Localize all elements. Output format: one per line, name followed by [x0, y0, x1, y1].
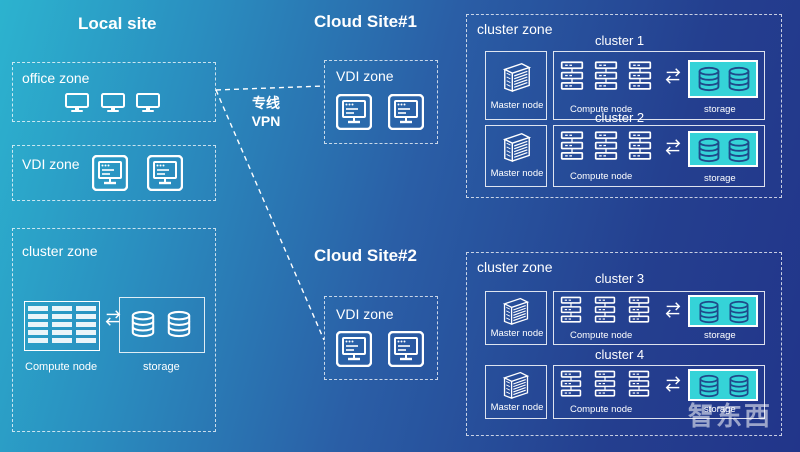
cluster-3-storage-label: storage [704, 330, 736, 341]
cluster-2-compute-label: Compute node [570, 171, 633, 182]
cluster-2-body-box: Compute node storage [553, 125, 765, 187]
database-icon [728, 300, 750, 324]
local-office-zone: office zone [12, 62, 216, 122]
server-icon [628, 60, 652, 92]
cloud2-cluster-zone-label: cluster zone [477, 259, 553, 275]
server-icon [560, 369, 582, 399]
local-vdi-zone-label: VDI zone [22, 156, 80, 172]
local-vdi-zone: VDI zone [12, 145, 216, 201]
server-icon [594, 130, 618, 162]
cluster-1-storage-box [688, 60, 758, 98]
local-compute-label: Compute node [25, 361, 98, 373]
database-icon [727, 137, 751, 163]
server-icon [594, 60, 618, 92]
cluster-2-label: cluster 2 [595, 110, 645, 125]
vdi-terminal-icon [336, 331, 372, 367]
cluster-2-master-label: Master node [490, 168, 544, 179]
cluster-2-master-box: Master node [485, 125, 547, 187]
local-site-title: Local site [78, 14, 157, 33]
cluster-1-compute-label: Compute node [570, 104, 633, 115]
cluster-4-master-label: Master node [490, 402, 544, 413]
database-icon [130, 310, 156, 338]
server-icon [560, 295, 582, 325]
cluster-1-master-label: Master node [490, 100, 544, 111]
local-cluster-zone: cluster zone Compute node storage [12, 228, 216, 432]
cluster-2-storage-label: storage [704, 173, 736, 184]
cluster-4-master-box: Master node [485, 365, 547, 419]
cloud1-vdi-zone-label: VDI zone [336, 68, 394, 84]
cluster-3-body-box: Compute node storage [553, 291, 765, 345]
cluster-1-body-box: Compute node storage [553, 51, 765, 120]
cluster-3-master-label: Master node [490, 328, 544, 339]
bidirectional-arrows-icon [664, 138, 682, 156]
server-icon [594, 295, 616, 325]
vdi-terminal-icon [388, 331, 424, 367]
server-icon [628, 130, 652, 162]
database-icon [697, 66, 721, 92]
database-icon [727, 66, 751, 92]
vdi-terminal-icon [388, 94, 424, 130]
server-icon [560, 130, 584, 162]
vdi-terminal-icon [336, 94, 372, 130]
cluster-3-master-box: Master node [485, 291, 547, 345]
cloud1-vdi-zone: VDI zone [324, 60, 438, 144]
bidirectional-arrows-icon [664, 67, 682, 85]
local-storage-box [119, 297, 205, 353]
master-server-icon [501, 369, 531, 399]
bidirectional-arrows-icon [664, 301, 682, 319]
database-icon [698, 300, 720, 324]
local-cluster-zone-label: cluster zone [22, 243, 98, 259]
cluster-4-body-box: Compute node storage [553, 365, 765, 419]
cluster-4-label: cluster 4 [595, 347, 645, 362]
cluster-2-storage-box [688, 131, 758, 167]
vdi-terminal-icon [92, 155, 128, 191]
vpn-link-line1: 专线 [252, 95, 280, 111]
master-server-icon [501, 130, 533, 162]
cloud-site-2-title: Cloud Site#2 [314, 246, 417, 265]
cloud1-cluster-zone: cluster zone cluster 1 Master node Compu… [466, 14, 782, 198]
cloud1-cluster-zone-label: cluster zone [477, 21, 553, 37]
server-icon [628, 369, 650, 399]
cloud-site-1-title: Cloud Site#1 [314, 12, 417, 31]
cluster-3-compute-label: Compute node [570, 330, 633, 341]
database-icon [166, 310, 192, 338]
database-icon [698, 374, 720, 398]
cluster-4-storage-label: storage [704, 404, 736, 415]
monitor-icon [101, 93, 125, 113]
local-storage-label: storage [143, 361, 180, 373]
cluster-4-compute-label: Compute node [570, 404, 633, 415]
cloud2-cluster-zone: cluster zone cluster 3 Master node Compu… [466, 252, 782, 436]
cluster-3-label: cluster 3 [595, 271, 645, 286]
server-icon [594, 369, 616, 399]
monitor-icon [136, 93, 160, 113]
cluster-3-storage-box [688, 295, 758, 327]
bidirectional-arrows-icon [664, 375, 682, 393]
cluster-1-storage-label: storage [704, 104, 736, 115]
link-local-to-cloud2 [215, 89, 325, 341]
cluster-1-master-box: Master node [485, 51, 547, 120]
cluster-4-storage-box [688, 369, 758, 401]
compute-rack-icon [24, 301, 100, 351]
local-office-zone-label: office zone [22, 70, 90, 86]
vdi-terminal-icon [147, 155, 183, 191]
server-icon [560, 60, 584, 92]
server-icon [628, 295, 650, 325]
monitor-icon [65, 93, 89, 113]
master-server-icon [501, 295, 531, 325]
cloud2-vdi-zone: VDI zone [324, 296, 438, 380]
vpn-link-label: 专线 VPN [244, 94, 288, 130]
cloud2-vdi-zone-label: VDI zone [336, 306, 394, 322]
watermark: 智东西 [688, 401, 773, 431]
vpn-link-line2: VPN [251, 113, 281, 129]
link-local-to-cloud1 [215, 85, 325, 91]
master-server-icon [501, 60, 533, 92]
database-icon [697, 137, 721, 163]
database-icon [728, 374, 750, 398]
cluster-1-label: cluster 1 [595, 33, 645, 48]
